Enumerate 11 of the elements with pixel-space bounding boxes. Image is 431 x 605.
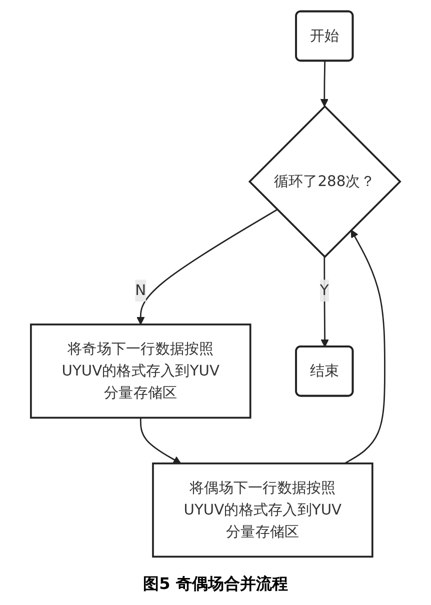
arrow — [136, 209, 278, 325]
arrow — [344, 230, 386, 464]
node-box: 将奇场下一行数据按照UYUV的格式存入到YUV分量存储区 — [30, 324, 252, 419]
edge-label: Y — [320, 282, 329, 299]
edge-label: N — [135, 282, 146, 299]
node-box: 将偶场下一行数据按照UYUV的格式存入到YUV分量存储区 — [152, 462, 374, 558]
arrow — [140, 418, 182, 464]
node-diamond: 循环了288次？ — [248, 105, 402, 258]
arrow — [320, 61, 328, 107]
figure-caption: 图5 奇偶场合并流程 — [143, 573, 288, 595]
arrow — [320, 256, 329, 348]
